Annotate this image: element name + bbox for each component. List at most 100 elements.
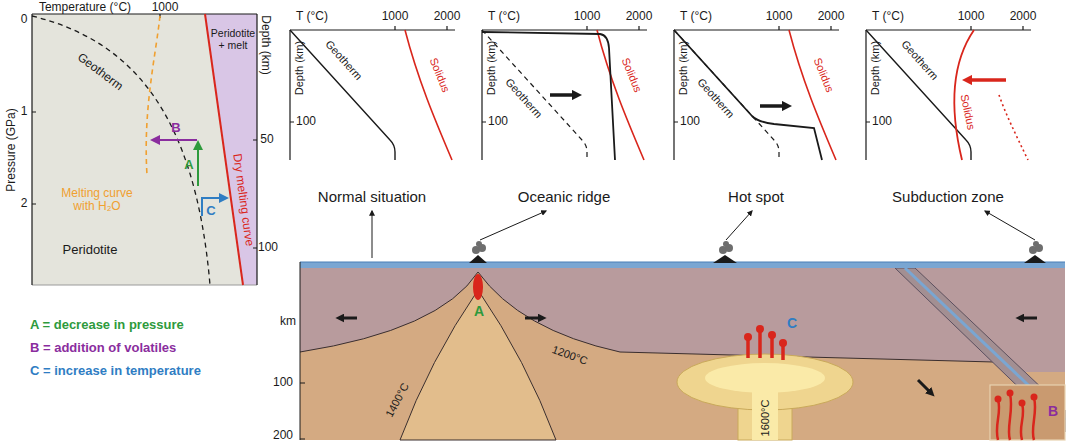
figure-circle [723, 241, 729, 247]
figure-path [918, 380, 932, 394]
figure-ellipse [705, 363, 825, 393]
figure-path [985, 211, 1035, 240]
label: T (°C) [296, 10, 328, 23]
geotherm-normal-line [482, 30, 587, 160]
label: Depth (km) [869, 41, 881, 95]
figure-circle [995, 396, 1002, 403]
isotherm-1200 [300, 272, 994, 362]
figure-path [300, 383, 305, 439]
volcanoes [469, 255, 1046, 263]
label: T (°C) [680, 10, 712, 23]
figure-path [480, 211, 546, 240]
figure-path [997, 400, 999, 440]
panel-ticks [482, 26, 639, 122]
figure-path [758, 330, 762, 358]
arrow-a [197, 142, 199, 186]
motion-arrows [339, 318, 1037, 394]
label: 100 [258, 241, 278, 254]
label: 1000 [152, 1, 179, 14]
label: C [787, 316, 797, 331]
panel-ticks [290, 26, 447, 122]
melt-drips [997, 394, 1035, 440]
profile-panels [290, 26, 1031, 160]
label: 2000 [626, 10, 653, 23]
label: 100 [680, 115, 700, 128]
label: C = increase in temperature [30, 364, 201, 378]
label: Geotherm [75, 51, 126, 94]
figure-g [995, 390, 1038, 407]
label: 100 [872, 115, 892, 128]
figure-path [300, 262, 1065, 263]
label: Temperature (°C) [39, 1, 131, 14]
figure-circle [1033, 241, 1039, 247]
figure-path [32, 285, 257, 286]
depth-axis [300, 262, 301, 440]
label: Solidus [812, 56, 837, 94]
melt-zone [990, 385, 1065, 440]
figure-circle [756, 325, 764, 333]
figure-path [1009, 394, 1011, 440]
geotherm-line [290, 30, 395, 160]
label: Depth (km) [258, 15, 271, 74]
shift-arrow [550, 93, 578, 97]
peridotite-field [32, 14, 257, 285]
label: 1000 [574, 10, 601, 23]
figure-path [339, 317, 357, 320]
label: Geotherm [323, 38, 365, 82]
label: 1 [21, 105, 28, 118]
label: 100 [273, 376, 293, 389]
label: B = addition of volatiles [30, 341, 176, 355]
label: Geotherm [695, 76, 737, 120]
label: B [171, 121, 180, 135]
geotherm-line [482, 32, 615, 160]
label: Geotherm [899, 38, 941, 82]
shift-arrow [760, 104, 788, 108]
label: 2 [21, 197, 28, 210]
figure-path [726, 211, 752, 240]
figure-path [372, 211, 373, 258]
figure-circle [1019, 400, 1026, 407]
panel-axes [866, 30, 1031, 160]
geotherm-line [674, 30, 822, 160]
label: 100 [488, 115, 508, 128]
panel-ticks [674, 26, 831, 122]
label: Geotherm [503, 76, 545, 120]
label: Oceanic ridge [518, 189, 611, 206]
figure-path [1033, 398, 1035, 440]
label: 2000 [818, 10, 845, 23]
label: Depth (km) [485, 41, 497, 95]
label: T (°C) [872, 10, 904, 23]
arrow-b [152, 139, 197, 141]
label: A [474, 304, 484, 319]
label: 100 [296, 115, 316, 128]
cross-section [300, 211, 1065, 440]
label: Subduction zone [892, 189, 1004, 206]
figure-path [1021, 404, 1023, 440]
panel-axes [290, 30, 455, 160]
solidus-line [405, 30, 452, 160]
figure-circle [1031, 394, 1038, 401]
ridge-magma [473, 274, 483, 300]
ash-clouds [472, 241, 1043, 254]
label: Normal situation [318, 189, 426, 206]
figure-circle [768, 331, 776, 339]
axes [32, 14, 257, 285]
asthenosphere [300, 268, 1065, 440]
solidus-dry-line [999, 95, 1028, 160]
wet-melting-curve [146, 16, 160, 175]
geotherm-normal-line [674, 30, 779, 160]
label: 50 [260, 133, 273, 146]
label: C [206, 204, 215, 218]
label: Depth (km) [677, 41, 689, 95]
label: 1000 [958, 10, 985, 23]
figure-circle [476, 241, 482, 247]
geotherm-curve [32, 16, 210, 285]
label: Peridotite + melt [207, 28, 259, 51]
label: 1000 [766, 10, 793, 23]
figure-path [525, 317, 543, 320]
panel-axes [482, 30, 647, 160]
label: Solidus [958, 93, 977, 131]
lithosphere-left [300, 268, 478, 352]
label: B [1048, 404, 1058, 419]
